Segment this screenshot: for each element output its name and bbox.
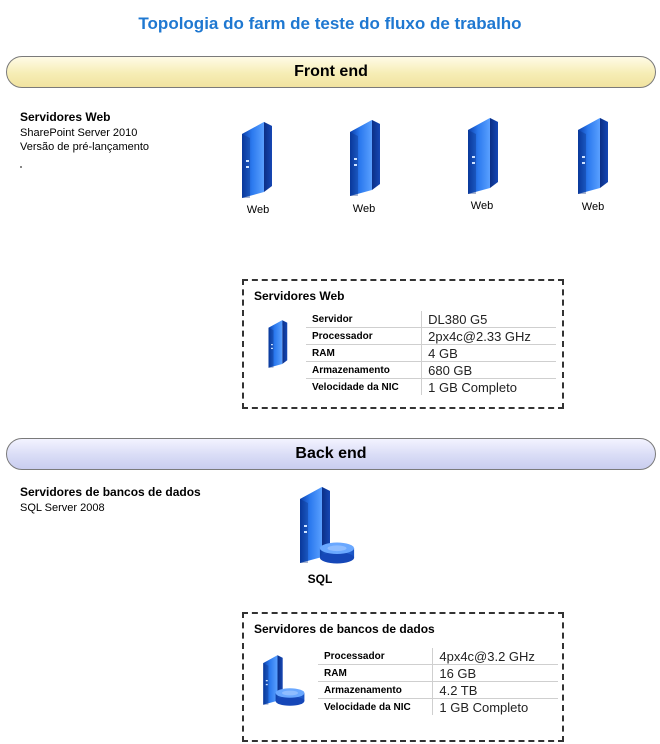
spec-box-title: Servidores de bancos de dados [254, 622, 435, 636]
spec-row: Velocidade da NIC 1 GB Completo [318, 698, 558, 715]
back-end-band-label: Back end [295, 445, 367, 462]
spec-key: Velocidade da NIC [312, 381, 399, 393]
spec-row: Processador 2px4c@2.33 GHz [306, 327, 556, 345]
spec-key: RAM [306, 344, 422, 362]
spec-key: Velocidade da NIC [324, 701, 411, 713]
web-server-icon [342, 118, 382, 198]
spec-row: Armazenamento 4.2 TB [318, 681, 558, 699]
web-servers-spec-box: Servidores Web Servidor DL380 G5 Process… [242, 279, 564, 409]
front-end-band-label: Front end [294, 63, 368, 80]
spec-key: Processador [306, 327, 422, 345]
web-servers-heading: Servidores Web [20, 110, 111, 124]
diagram-title: Topologia do farm de teste do fluxo de t… [138, 14, 522, 33]
spec-row: Processador 4px4c@3.2 GHz [318, 648, 558, 665]
web-server-label: Web [246, 204, 270, 216]
spec-key: Processador [318, 648, 433, 665]
spec-value: 1 GB Completo [421, 378, 556, 395]
db-servers-spec-table: Processador 4px4c@3.2 GHz RAM 16 GB Arma… [318, 648, 558, 715]
front-end-band: Front end [6, 56, 656, 88]
spec-key: Armazenamento [306, 361, 422, 379]
sql-server-label: SQL [307, 572, 333, 586]
spec-key: RAM [318, 664, 433, 682]
spec-key: Servidor [306, 311, 422, 328]
web-server-label: Web [352, 203, 376, 215]
spec-key: Armazenamento [318, 681, 433, 699]
spec-box-title: Servidores Web [254, 289, 345, 303]
spec-value: 4.2 TB [432, 681, 558, 699]
spec-row: RAM 4 GB [306, 344, 556, 362]
spec-value: 680 GB [421, 361, 556, 379]
spec-value: 1 GB Completo [432, 698, 558, 715]
database-disk-icon [274, 686, 306, 708]
web-server-label: Web [470, 200, 494, 212]
web-servers-product: SharePoint Server 2010 [20, 127, 138, 139]
database-disk-icon [318, 541, 356, 565]
db-servers-heading: Servidores de bancos de dados [20, 485, 201, 499]
db-servers-spec-box: Servidores de bancos de dados Processado… [242, 612, 564, 742]
spec-row: RAM 16 GB [318, 664, 558, 682]
db-servers-product: SQL Server 2008 [20, 502, 105, 514]
spec-row: Armazenamento 680 GB [306, 361, 556, 379]
web-server-icon [234, 120, 274, 200]
spec-value: 16 GB [432, 664, 558, 682]
spec-row: Velocidade da NIC 1 GB Completo [306, 378, 556, 395]
stray-dot [20, 166, 22, 168]
web-servers-release: Versão de pré-lançamento [20, 141, 150, 153]
spec-value: 2px4c@2.33 GHz [421, 327, 556, 345]
back-end-band: Back end [6, 438, 656, 470]
spec-value: 4px4c@3.2 GHz [432, 648, 558, 665]
web-server-icon [460, 116, 500, 196]
spec-row: Servidor DL380 G5 [306, 311, 556, 328]
web-servers-spec-table: Servidor DL380 G5 Processador 2px4c@2.33… [306, 311, 556, 395]
web-server-label: Web [581, 201, 605, 213]
web-server-icon [570, 116, 610, 196]
spec-value: 4 GB [421, 344, 556, 362]
web-server-icon [260, 319, 292, 369]
spec-value: DL380 G5 [421, 311, 556, 328]
